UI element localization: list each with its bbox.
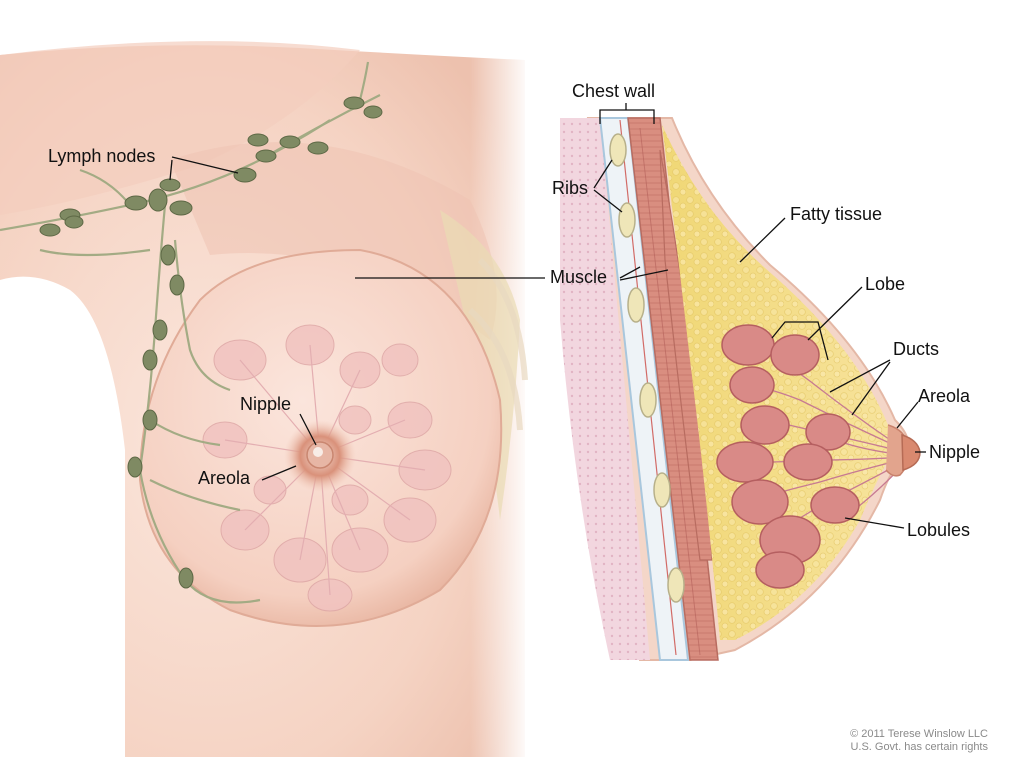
label-nipple-side: Nipple bbox=[929, 442, 980, 462]
label-fatty-tissue: Fatty tissue bbox=[790, 204, 882, 224]
label-ribs: Ribs bbox=[552, 178, 588, 198]
label-chest-wall: Chest wall bbox=[572, 81, 655, 101]
label-areola-side: Areola bbox=[918, 386, 971, 406]
front-view bbox=[0, 40, 530, 757]
label-ducts: Ducts bbox=[893, 339, 939, 359]
side-lobules bbox=[716, 324, 860, 589]
label-lobe: Lobe bbox=[865, 274, 905, 294]
side-view bbox=[560, 117, 921, 661]
label-nipple-front: Nipple bbox=[240, 394, 291, 414]
label-muscle: Muscle bbox=[550, 267, 607, 287]
label-lymph-nodes: Lymph nodes bbox=[48, 146, 155, 166]
label-lobules: Lobules bbox=[907, 520, 970, 540]
lymph-nodes-cluster bbox=[39, 96, 383, 589]
labels: Lymph nodes Nipple Areola Chest wall Rib… bbox=[48, 81, 980, 540]
chest-back-tissue bbox=[560, 118, 650, 660]
copyright-line-1: © 2011 Terese Winslow LLC bbox=[850, 728, 988, 740]
copyright-line-2: U.S. Govt. has certain rights bbox=[850, 741, 988, 753]
shoulder-skin bbox=[0, 41, 360, 215]
rib-sections bbox=[609, 133, 685, 603]
label-areola-front: Areola bbox=[198, 468, 251, 488]
